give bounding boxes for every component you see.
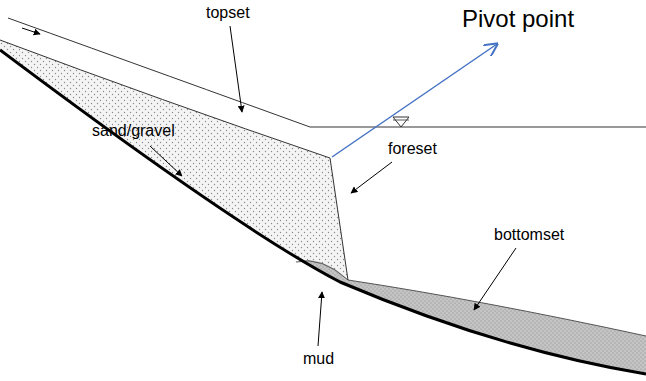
leader-line [474,248,516,310]
leader-line [318,292,322,346]
part-label: sand/gravel [92,122,175,140]
topset-surface [0,40,330,158]
callout-label: Pivot point [462,6,574,32]
leader-line [230,26,242,112]
leader-line [351,162,392,193]
mud-outline [296,261,348,280]
basement-line [0,50,646,374]
water-level-symbol [393,117,409,127]
water-level-tick [393,120,409,121]
foreset-line [330,158,348,280]
pivot-leader [332,44,497,157]
flow-arrow [22,28,40,34]
basement-ground [0,50,646,381]
part-label: foreset [388,140,437,158]
leader-line [150,146,182,176]
part-label: topset [206,4,250,22]
bottomset-top [348,280,646,336]
part-label: mud [303,350,334,368]
water-surface [8,18,646,127]
part-label: bottomset [494,226,564,244]
